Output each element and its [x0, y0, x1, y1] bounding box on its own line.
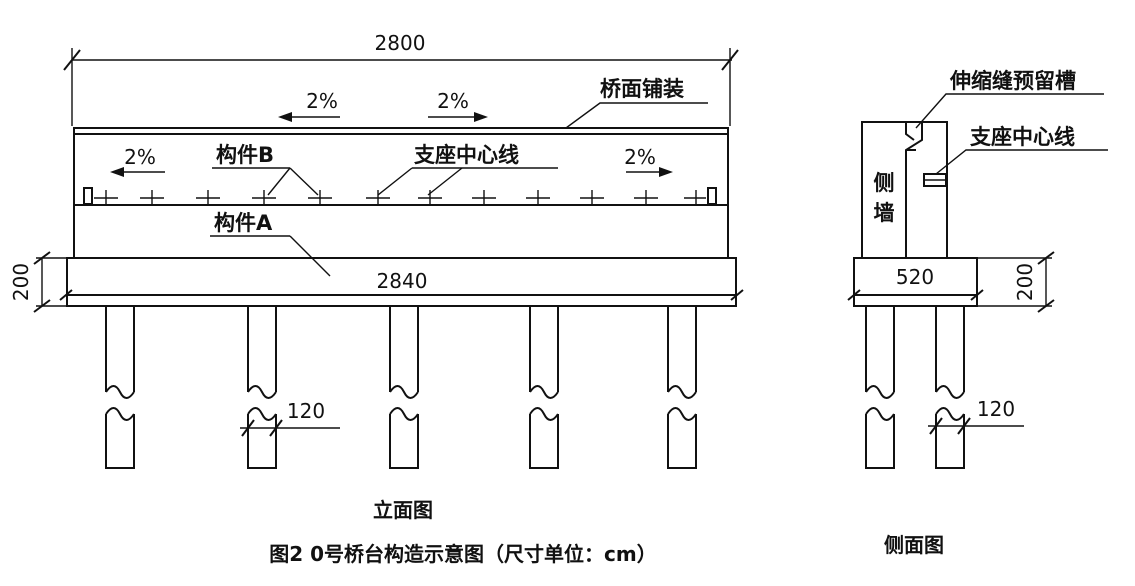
side-width-text: 520 — [896, 265, 934, 289]
pile-dim-text: 120 — [287, 399, 325, 423]
side-pile-cap — [853, 257, 978, 307]
deck-surface — [73, 127, 729, 135]
member-b-label: 构件B — [216, 143, 274, 167]
pile-diameter-dimension: 120 — [240, 399, 340, 437]
bearing — [580, 190, 604, 204]
slope-lower-left: 2% — [110, 145, 165, 177]
expansion-joint-label: 伸缩缝预留槽 — [949, 69, 1076, 93]
pile — [247, 306, 277, 469]
side-pile-dim-text: 120 — [977, 397, 1015, 421]
side-wall — [861, 121, 923, 258]
pile — [529, 306, 559, 469]
slope-lower-right-text: 2% — [624, 145, 656, 169]
side-pile — [865, 306, 895, 469]
bearing-centerline-callout: 支座中心线 — [377, 143, 558, 196]
bearing — [526, 190, 550, 204]
member-a-label: 构件A — [214, 211, 273, 235]
pile — [105, 306, 135, 469]
side-wall-char-1: 侧 — [874, 171, 895, 195]
pile-cap — [66, 257, 737, 307]
overall-dimension: 2800 — [63, 31, 739, 126]
cap-height-text: 200 — [9, 263, 33, 301]
side-height-dimension: 200 — [978, 251, 1055, 313]
side-wall-char-2: 墙 — [874, 201, 895, 225]
slope-upper-left-text: 2% — [306, 89, 338, 113]
bearing — [308, 190, 332, 204]
side-caption: 侧面图 — [884, 533, 944, 557]
side-bearing-callout: 支座中心线 — [935, 125, 1108, 175]
member-b-callout: 构件B — [212, 143, 319, 196]
bearing-centerline-label: 支座中心线 — [414, 143, 519, 167]
bearing — [252, 190, 276, 204]
expansion-joint-callout: 伸缩缝预留槽 — [915, 69, 1104, 129]
pile — [389, 306, 419, 469]
slope-lower-right: 2% — [624, 145, 673, 177]
slope-upper-right: 2% — [428, 89, 488, 122]
bearings-row — [83, 187, 717, 205]
bearing — [418, 190, 442, 204]
side-view: 侧 墙 伸缩缝预留槽 支座中心线 520 200 — [847, 69, 1108, 557]
side-height-text: 200 — [1013, 263, 1037, 301]
bearing — [196, 190, 220, 204]
slope-lower-left-text: 2% — [124, 145, 156, 169]
bearing — [684, 190, 706, 204]
deck-paving-callout: 桥面铺装 — [565, 77, 708, 129]
slope-upper-right-text: 2% — [437, 89, 469, 113]
bearing — [472, 190, 496, 204]
cap-length-text: 2840 — [377, 269, 428, 293]
pile — [667, 306, 697, 469]
figure-caption: 图2 0号桥台构造示意图（尺寸单位：cm） — [269, 542, 657, 566]
cap-height-dimension: 200 — [9, 251, 68, 313]
side-pile-dimension: 120 — [928, 397, 1024, 435]
bearing — [634, 190, 658, 204]
side-bearing-label: 支座中心线 — [970, 125, 1075, 149]
overall-dim-text: 2800 — [375, 31, 426, 55]
elevation-view: 2800 桥面铺装 2% 2% 2% — [9, 31, 744, 522]
member-a-callout: 构件A — [210, 211, 331, 277]
bearing — [140, 190, 164, 204]
deck-paving-label: 桥面铺装 — [600, 77, 684, 101]
bearing — [366, 190, 390, 204]
slope-upper-left: 2% — [278, 89, 340, 122]
elevation-caption: 立面图 — [373, 498, 433, 522]
bearing — [94, 190, 118, 204]
side-pile — [935, 306, 965, 469]
